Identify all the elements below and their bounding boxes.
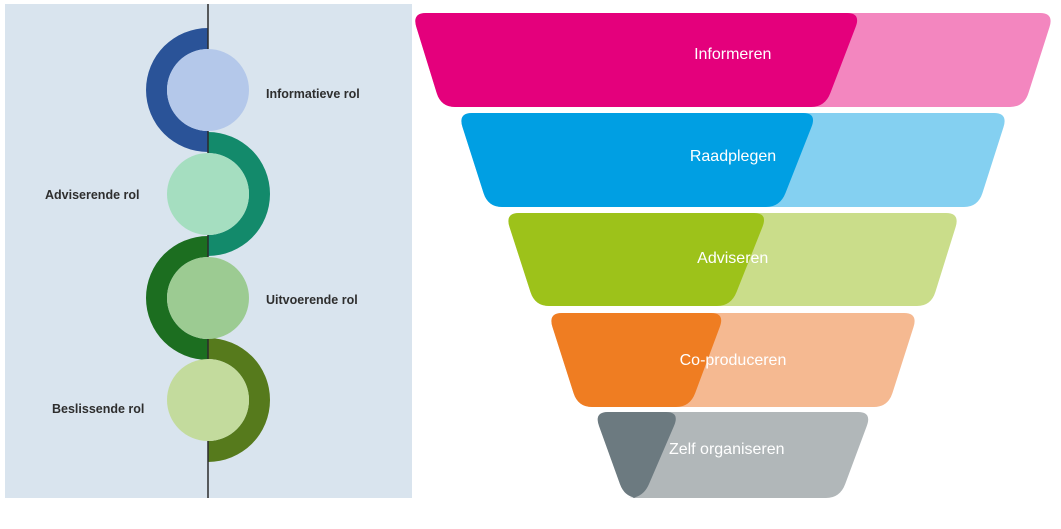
- funnel-label-co-produceren: Co-produceren: [680, 352, 787, 369]
- role-circle-informatieve: [167, 49, 249, 131]
- funnel-label-adviseren: Adviseren: [697, 250, 768, 267]
- role-circle-adviserende: [167, 153, 249, 235]
- role-label-adviserende: Adviserende rol: [45, 188, 140, 202]
- role-arc-adviserende: [208, 132, 270, 256]
- funnel-band-dark-informeren: [415, 13, 858, 107]
- role-label-informatieve: Informatieve rol: [266, 87, 360, 101]
- role-circle-beslissende: [167, 359, 249, 441]
- role-arc-beslissende: [208, 338, 270, 462]
- funnel-label-zelf-organiseren: Zelf organiseren: [669, 441, 785, 458]
- funnel-band-dark-co-produceren: [551, 313, 722, 407]
- role-label-uitvoerende: Uitvoerende rol: [266, 293, 358, 307]
- role-circle-uitvoerende: [167, 257, 249, 339]
- funnel-band-dark-raadplegen: [461, 113, 814, 207]
- role-label-beslissende: Beslissende rol: [52, 402, 145, 416]
- role-arc-uitvoerende: [146, 236, 208, 360]
- funnel-label-informeren: Informeren: [694, 46, 771, 63]
- funnel-band-dark-zelf-organiseren: [597, 412, 676, 498]
- funnel-band-dark-adviseren: [508, 213, 765, 306]
- role-arc-informatieve: [146, 28, 208, 152]
- roles-diagram: [146, 4, 270, 498]
- funnel-label-raadplegen: Raadplegen: [690, 148, 776, 165]
